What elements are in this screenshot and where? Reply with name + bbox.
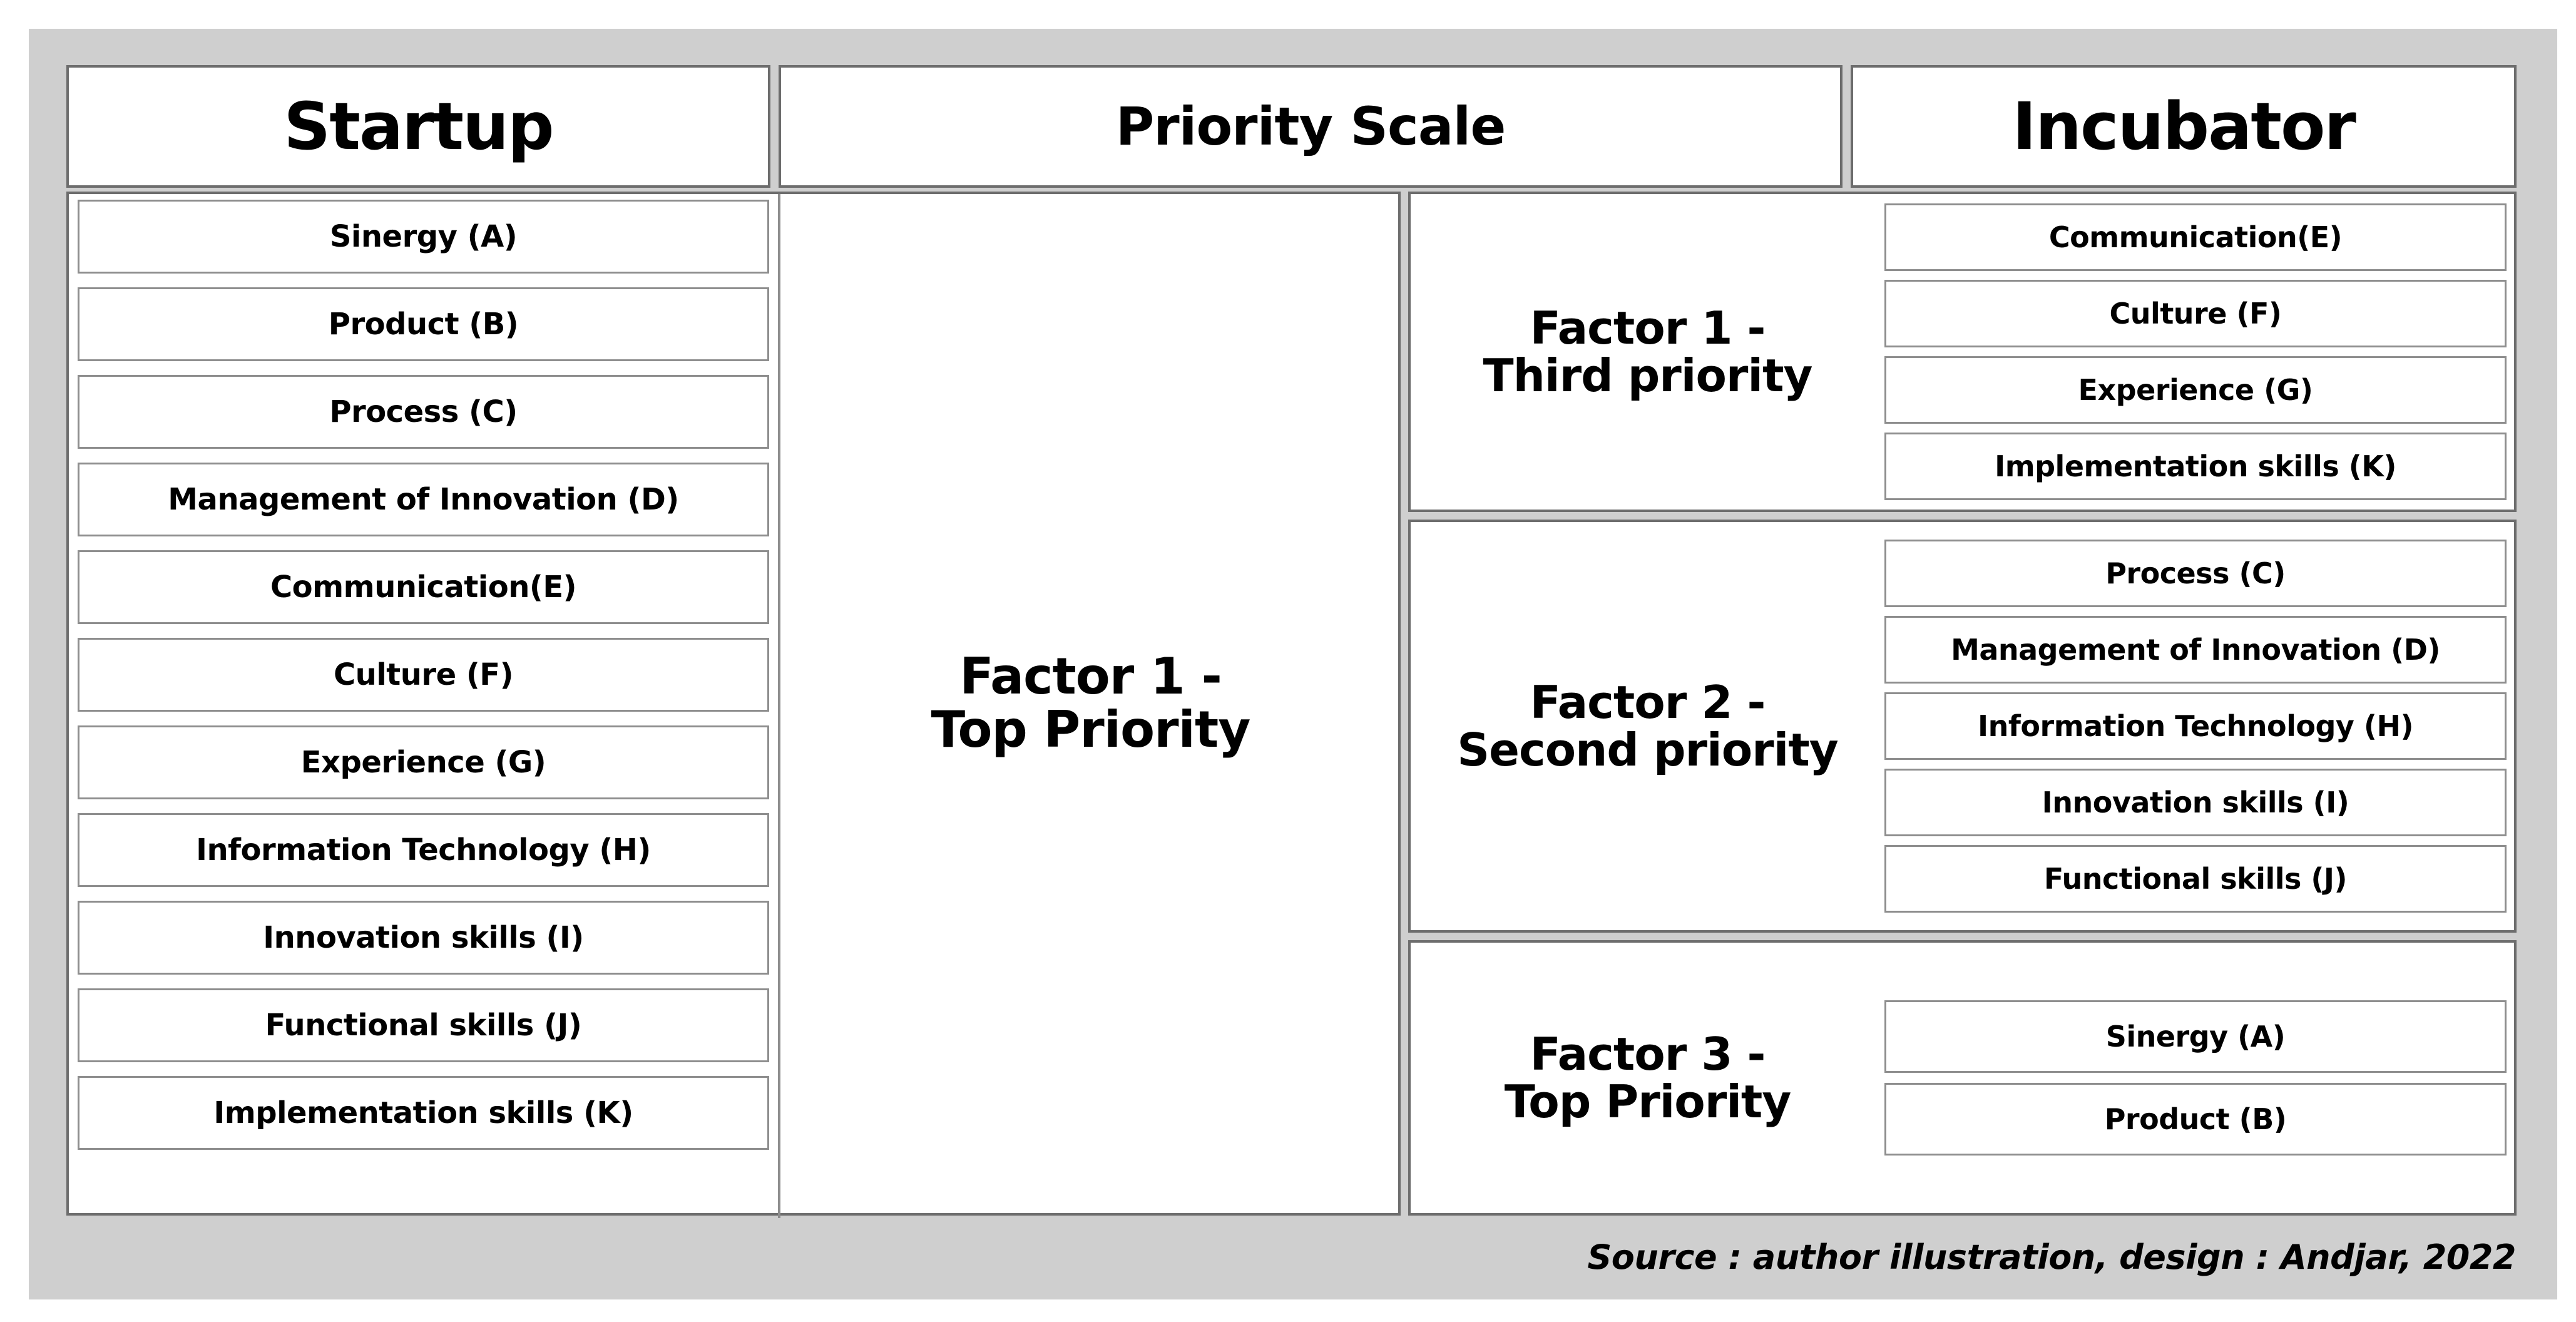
factor-label-cell: Factor 1 - Third priority xyxy=(1411,194,1884,510)
header-cell-incubator: Incubator xyxy=(1851,65,2517,188)
startup-and-scale-panel: Sinergy (A) Product (B) Process (C) Mana… xyxy=(66,192,1401,1218)
factor-item: Communication(E) xyxy=(1884,203,2507,271)
startup-item: Process (C) xyxy=(78,375,769,449)
startup-item: Product (B) xyxy=(78,287,769,361)
startup-item: Sinergy (A) xyxy=(78,200,769,274)
factor-label-cell: Factor 2 - Second priority xyxy=(1411,522,1884,930)
factor-item: Implementation skills (K) xyxy=(1884,433,2507,500)
factor-block: Factor 1 - Third priority Communication(… xyxy=(1408,192,2517,512)
startup-item: Management of Innovation (D) xyxy=(78,463,769,536)
diagram-frame: Startup Priority Scale Incubator Sinergy… xyxy=(66,65,2517,1218)
header-label-startup: Startup xyxy=(284,88,554,165)
factor-label-cell: Factor 3 - Top Priority xyxy=(1411,943,1884,1213)
priority-scale-label-line1: Factor 1 - xyxy=(959,647,1222,706)
priority-scale-label: Factor 1 - Top Priority xyxy=(931,647,1251,759)
startup-item: Implementation skills (K) xyxy=(78,1076,769,1150)
header-label-incubator: Incubator xyxy=(2012,88,2356,165)
startup-item: Information Technology (H) xyxy=(78,813,769,887)
header-cell-startup: Startup xyxy=(66,65,770,188)
startup-item: Experience (G) xyxy=(78,725,769,799)
source-caption: Source : author illustration, design : A… xyxy=(1587,1237,2516,1277)
factor-label-line2: Third priority xyxy=(1483,349,1813,402)
factor-label-line1: Factor 1 - xyxy=(1530,301,1766,354)
factor-item: Experience (G) xyxy=(1884,356,2507,424)
startup-item: Communication(E) xyxy=(78,550,769,624)
factor-item: Innovation skills (I) xyxy=(1884,769,2507,836)
body-row: Sinergy (A) Product (B) Process (C) Mana… xyxy=(66,192,2517,1218)
priority-scale-cell: Factor 1 - Top Priority xyxy=(780,194,1401,1213)
factor-item: Information Technology (H) xyxy=(1884,692,2507,760)
factor-block: Factor 2 - Second priority Process (C) M… xyxy=(1408,520,2517,933)
factor-item-list: Sinergy (A) Product (B) xyxy=(1884,943,2514,1213)
factor-label: Factor 1 - Third priority xyxy=(1483,301,1813,402)
factor-item: Product (B) xyxy=(1884,1083,2507,1155)
column-divider xyxy=(778,194,780,1218)
startup-item-list: Sinergy (A) Product (B) Process (C) Mana… xyxy=(78,200,769,1209)
incubator-factor-list: Factor 1 - Third priority Communication(… xyxy=(1408,192,2517,1216)
factor-item: Sinergy (A) xyxy=(1884,1000,2507,1073)
header-cell-priority-scale: Priority Scale xyxy=(779,65,1843,188)
factor-item-list: Communication(E) Culture (F) Experience … xyxy=(1884,194,2514,510)
priority-scale-label-line2: Top Priority xyxy=(931,700,1251,759)
factor-label: Factor 2 - Second priority xyxy=(1457,675,1838,776)
factor-item-list: Process (C) Management of Innovation (D)… xyxy=(1884,522,2514,930)
factor-label-line2: Second priority xyxy=(1457,724,1838,776)
startup-item: Functional skills (J) xyxy=(78,988,769,1062)
factor-label: Factor 3 - Top Priority xyxy=(1504,1027,1792,1128)
startup-item: Innovation skills (I) xyxy=(78,901,769,975)
factor-item: Process (C) xyxy=(1884,540,2507,607)
factor-block: Factor 3 - Top Priority Sinergy (A) Prod… xyxy=(1408,940,2517,1216)
factor-label-line1: Factor 2 - xyxy=(1530,675,1766,729)
header-row: Startup Priority Scale Incubator xyxy=(66,65,2517,188)
header-label-priority-scale: Priority Scale xyxy=(1115,96,1506,157)
factor-label-line2: Top Priority xyxy=(1504,1075,1792,1128)
startup-item: Culture (F) xyxy=(78,638,769,712)
factor-item: Culture (F) xyxy=(1884,280,2507,347)
factor-label-line1: Factor 3 - xyxy=(1530,1027,1766,1080)
factor-item: Management of Innovation (D) xyxy=(1884,616,2507,684)
factor-item: Functional skills (J) xyxy=(1884,845,2507,913)
diagram-canvas: Startup Priority Scale Incubator Sinergy… xyxy=(29,29,2557,1299)
